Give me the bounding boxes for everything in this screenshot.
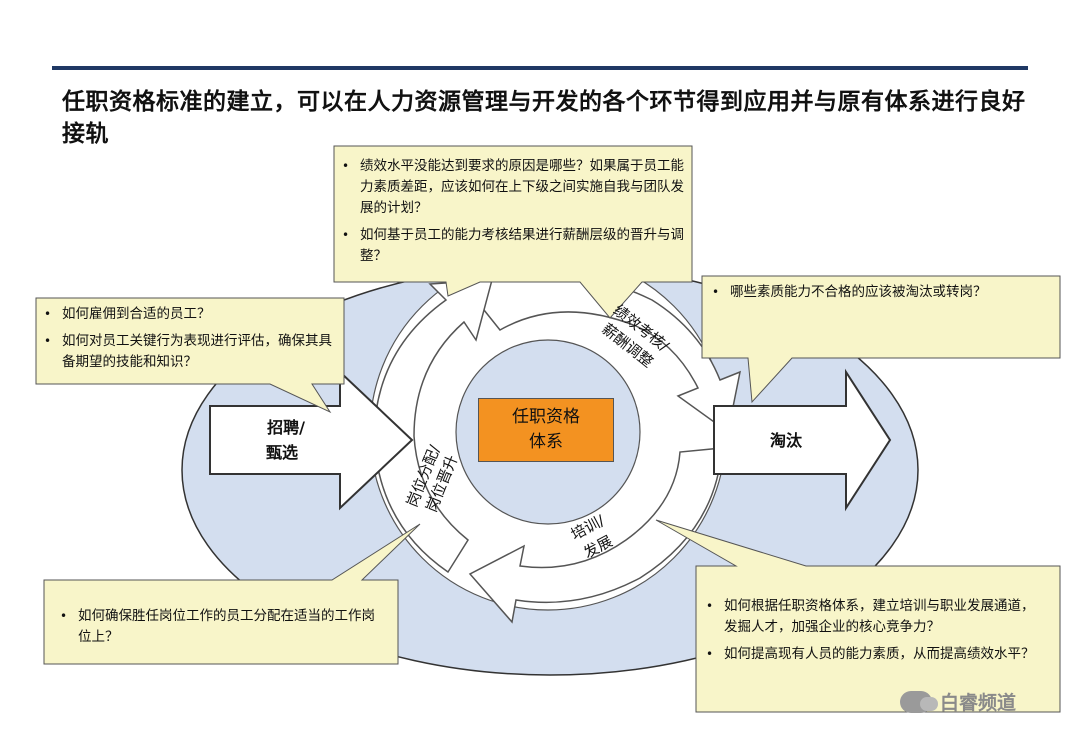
callout-recruit-item: 如何对员工关键行为表现进行评估，确保其具备期望的技能和知识？ — [40, 331, 340, 373]
callout-allocation-item: 如何确保胜任岗位工作的员工分配在适当的工作岗位上？ — [56, 606, 386, 648]
callout-training-item: 如何根据任职资格体系，建立培训与职业发展通道，发掘人才，加强企业的核心竞争力？ — [702, 596, 1042, 638]
callout-performance-item: 如何基于员工的能力考核结果进行薪酬层级的晋升与调整？ — [338, 225, 688, 267]
callout-allocation: 如何确保胜任岗位工作的员工分配在适当的工作岗位上？ — [56, 606, 386, 654]
callout-training: 如何根据任职资格体系，建立培训与职业发展通道，发掘人才，加强企业的核心竞争力？ … — [702, 596, 1042, 671]
callout-recruit-item: 如何雇佣到合适的员工？ — [40, 304, 340, 325]
callout-performance: 绩效水平没能达到要求的原因是哪些？如果属于员工能力素质差距，应该如何在上下级之间… — [338, 156, 688, 273]
callout-performance-item: 绩效水平没能达到要求的原因是哪些？如果属于员工能力素质差距，应该如何在上下级之间… — [338, 156, 688, 219]
recruit-arrow — [209, 369, 414, 511]
cycle-arrow-training — [468, 447, 723, 624]
center-box: 任职资格 体系 — [478, 398, 614, 462]
callout-recruit: 如何雇佣到合适的员工？ 如何对员工关键行为表现进行评估，确保其具备期望的技能和知… — [40, 304, 340, 379]
eliminate-arrow — [713, 368, 892, 512]
recruit-label-2: 甄选 — [266, 443, 298, 462]
callout-eliminate: 哪些素质能力不合格的应该被淘汰或转岗？ — [708, 282, 1054, 309]
callout-eliminate-item: 哪些素质能力不合格的应该被淘汰或转岗？ — [708, 282, 1054, 303]
title-rule — [52, 66, 1028, 70]
eliminate-label: 淘汰 — [770, 431, 803, 450]
center-line-1: 任职资格 — [512, 407, 580, 427]
callout-training-item: 如何提高现有人员的能力素质，从而提高绩效水平？ — [702, 644, 1042, 665]
center-line-2: 体系 — [529, 432, 563, 452]
slide-title: 任职资格标准的建立，可以在人力资源管理与开发的各个环节得到应用并与原有体系进行良… — [62, 89, 1026, 147]
watermark-text: 白睿频道 — [940, 692, 1017, 714]
watermark: 白睿频道 — [900, 688, 1016, 715]
wechat-icon — [900, 690, 938, 713]
callout-eliminate-box — [701, 275, 1061, 404]
recruit-label-1: 招聘/ — [267, 418, 305, 437]
